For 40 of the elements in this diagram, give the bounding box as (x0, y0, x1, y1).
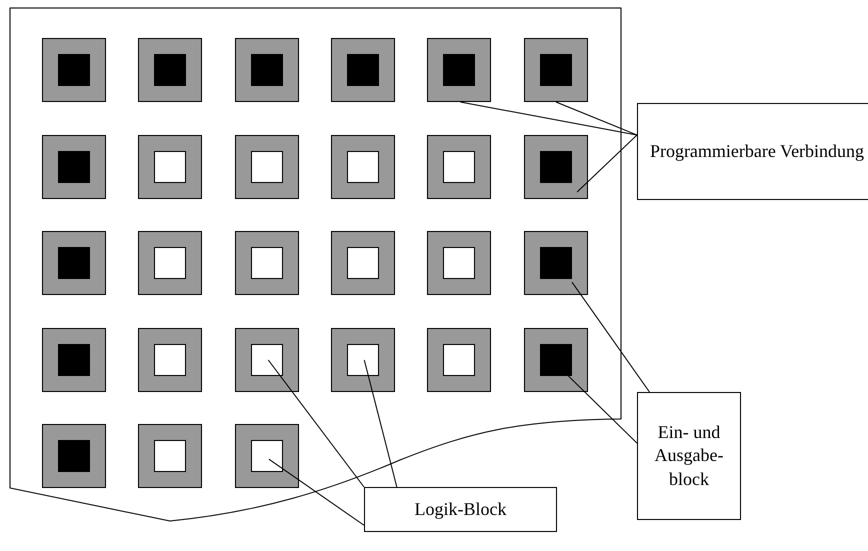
io-block (524, 135, 588, 199)
logic-block (138, 424, 202, 488)
logic-block (235, 424, 299, 488)
io-block (42, 328, 106, 392)
leader-line (576, 134, 638, 192)
io-block (524, 328, 588, 392)
logic-block (235, 328, 299, 392)
io-block (42, 38, 106, 102)
leader-line (364, 360, 398, 488)
logic-block (235, 135, 299, 199)
logic-block (427, 231, 491, 295)
logic-block (138, 135, 202, 199)
label-box (637, 103, 868, 200)
leader-line (460, 102, 638, 136)
logic-block (235, 231, 299, 295)
logic-block (427, 135, 491, 199)
leader-line (556, 102, 638, 136)
io-block (331, 38, 395, 102)
leader-line (572, 282, 650, 392)
io-block (524, 38, 588, 102)
io-block (42, 231, 106, 295)
label-text: Ein- und Ausgabe-block (654, 420, 724, 491)
leader-line (268, 458, 364, 526)
label-text: Logik-Block (414, 498, 506, 521)
io-block (42, 135, 106, 199)
logic-block (331, 231, 395, 295)
leader-line (268, 360, 364, 488)
logic-block (138, 231, 202, 295)
io-block (235, 38, 299, 102)
logic-block (331, 328, 395, 392)
io-block (42, 424, 106, 488)
io-block (524, 231, 588, 295)
io-block (138, 38, 202, 102)
label-box (637, 392, 741, 520)
label-box (364, 487, 557, 532)
label-text: Programmierbare Verbindung (650, 140, 864, 163)
logic-block (331, 135, 395, 199)
logic-block (427, 328, 491, 392)
logic-block (138, 328, 202, 392)
io-block (427, 38, 491, 102)
